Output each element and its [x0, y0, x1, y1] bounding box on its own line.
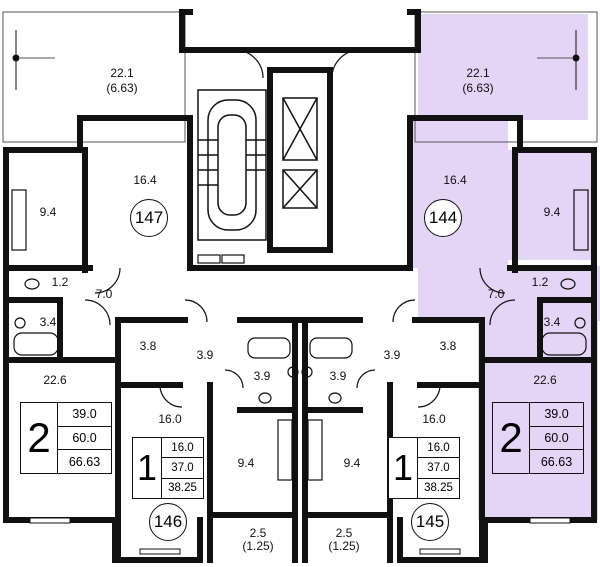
total-with-balcony-value: 66.63 — [540, 454, 573, 469]
apartment-summary-145: 1 16.0 37.0 38.25 — [388, 437, 460, 499]
living-area-value: 39.0 — [530, 403, 583, 427]
kitchen-area-label: 9.4 — [237, 456, 255, 470]
bathtub-icon — [13, 332, 587, 359]
area-table: 16.0 37.0 38.25 — [161, 438, 203, 498]
bath-area-label: 3.9 — [329, 369, 347, 383]
apartment-number-badge: 144 — [424, 199, 462, 237]
apartment-number-badge: 146 — [149, 503, 187, 541]
windows — [29, 517, 571, 555]
apartment-summary-147: 2 39.0 60.0 66.63 — [20, 402, 112, 474]
balcony-area-label: 22.1 — [110, 66, 134, 80]
kitchen-area-label: 9.4 — [343, 456, 361, 470]
hall-area-label: 7.0 — [487, 287, 505, 301]
bedroom-area-label: 22.6 — [43, 373, 67, 387]
kitchen-area-label: 9.4 — [39, 205, 57, 219]
living-area-value: 16.0 — [162, 438, 203, 459]
apartment-summary-144: 2 39.0 60.0 66.63 — [492, 402, 584, 474]
hall-area-label: 3.9 — [196, 348, 214, 362]
bath-area-label: 3.9 — [253, 369, 271, 383]
total-with-balcony-value: 66.63 — [68, 454, 101, 469]
light-fixture-icon — [12, 30, 580, 90]
storage-area-label: 3.8 — [139, 339, 157, 353]
total-with-balcony-value: 38.25 — [424, 482, 453, 495]
apartment-number-badge: 147 — [130, 199, 168, 237]
apartment-summary-146: 1 16.0 37.0 38.25 — [132, 437, 204, 499]
area-table: 39.0 60.0 66.63 — [57, 403, 111, 473]
room-count: 2 — [27, 414, 51, 461]
walls — [3, 9, 597, 563]
living-area-value: 39.0 — [58, 403, 111, 427]
balcony-reduced-label: (1.25) — [242, 539, 274, 553]
apartment-number-badge: 145 — [411, 503, 449, 541]
wc-area-label: 1.2 — [531, 275, 549, 289]
bath-area-label: 3.4 — [39, 315, 57, 329]
toilet-icon — [24, 278, 576, 404]
balcony-area-label: 2.5 — [335, 526, 353, 540]
balcony-outlines — [2, 11, 598, 143]
balcony-reduced-label: (6.63) — [106, 81, 138, 95]
balcony-reduced-label: (1.25) — [328, 539, 360, 553]
hall-area-label: 7.0 — [95, 287, 113, 301]
total-area-value: 60.0 — [530, 427, 583, 451]
total-area-value: 37.0 — [418, 458, 459, 479]
room-area-label: 16.0 — [158, 412, 182, 426]
hall-area-label: 3.9 — [383, 348, 401, 362]
room-area-label: 16.0 — [422, 412, 446, 426]
area-table: 16.0 37.0 38.25 — [417, 438, 459, 498]
bedroom-area-label: 22.6 — [533, 373, 557, 387]
balcony-area-label: 2.5 — [249, 526, 267, 540]
sink-icon — [14, 254, 586, 378]
balcony-area-label: 22.1 — [466, 66, 490, 80]
room-count: 1 — [136, 447, 158, 488]
living-area-value: 16.0 — [418, 438, 459, 459]
living-room-area-label: 16.4 — [133, 173, 157, 187]
living-room-area-label: 16.4 — [443, 173, 467, 187]
room-count: 2 — [499, 414, 523, 461]
total-with-balcony-value: 38.25 — [168, 482, 197, 495]
total-area-value: 60.0 — [58, 427, 111, 451]
room-count: 1 — [392, 447, 414, 488]
total-area-value: 37.0 — [162, 458, 203, 479]
balcony-reduced-label: (6.63) — [462, 81, 494, 95]
area-table: 39.0 60.0 66.63 — [529, 403, 583, 473]
stove-icon — [11, 189, 589, 481]
elevator-icon — [282, 97, 318, 209]
kitchen-area-label: 9.4 — [543, 205, 561, 219]
door-swing-icon — [84, 49, 516, 408]
storage-area-label: 3.8 — [439, 339, 457, 353]
staircase-icon — [197, 89, 267, 241]
wc-area-label: 1.2 — [51, 275, 69, 289]
bath-area-label: 3.4 — [543, 315, 561, 329]
